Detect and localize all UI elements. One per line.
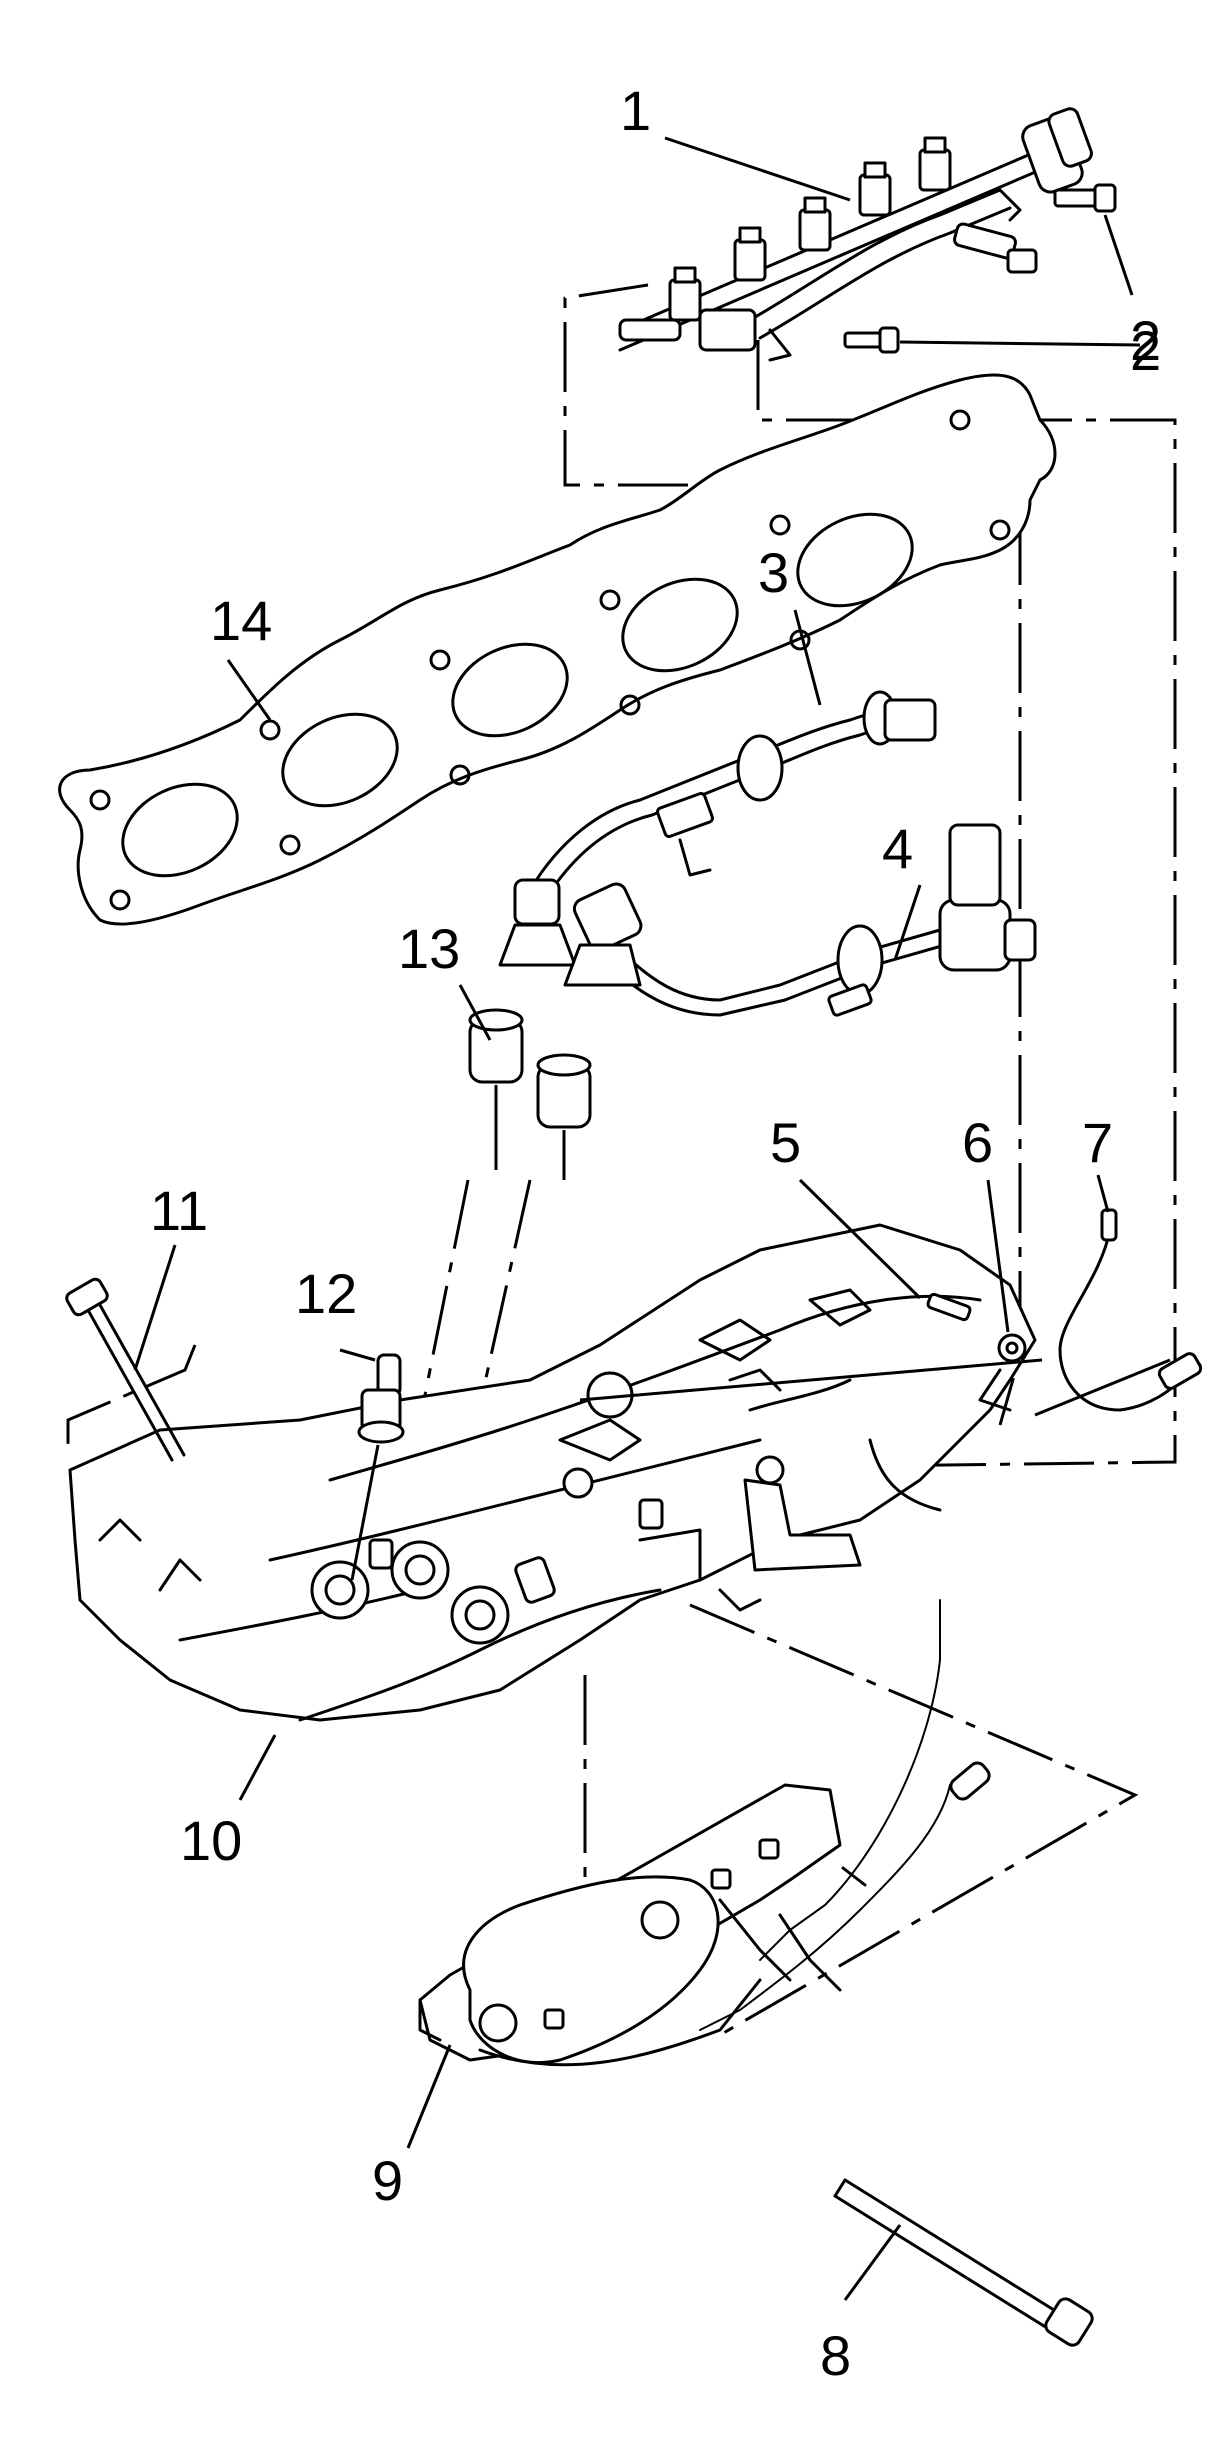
callout-3: 3 <box>758 541 789 604</box>
callout-9: 9 <box>372 2149 403 2212</box>
callout-10: 10 <box>180 1809 242 1872</box>
wiring-harness <box>978 1208 1203 1412</box>
injector <box>668 266 702 322</box>
intake-manifold <box>68 1223 1037 1722</box>
heat-shield-bracket <box>418 1783 842 2067</box>
callout-12: 12 <box>295 1262 357 1325</box>
fuel-rail-assembly <box>618 107 1093 362</box>
stud <box>926 1292 972 1322</box>
nut <box>997 1333 1027 1363</box>
callout-4: 4 <box>882 817 913 880</box>
callout-6: 6 <box>962 1111 993 1174</box>
callout-11: 11 <box>150 1179 208 1242</box>
callout-7: 7 <box>1082 1111 1113 1174</box>
temperature-sensor <box>357 1353 405 1444</box>
callout-2-upper: 2 <box>1130 309 1161 372</box>
callout-14: 14 <box>210 589 272 652</box>
callout-2-lower: 2 <box>1130 319 1161 382</box>
injector <box>798 196 832 252</box>
leader-lines <box>133 136 1141 2301</box>
injector <box>918 136 952 192</box>
callout-1: 1 <box>620 79 651 142</box>
fuel-line-hose <box>498 690 937 967</box>
fuel-rail-bolt-lower <box>843 326 900 354</box>
injector <box>858 161 892 217</box>
fuel-rail-bolt-upper <box>1053 183 1117 213</box>
manifold-bolt <box>65 1277 186 1462</box>
callout-labels: 1 2 2 3 4 5 6 7 8 9 10 11 12 13 14 <box>150 79 1161 2387</box>
callout-13: 13 <box>398 917 460 980</box>
pressure-sensor-line <box>563 823 1037 1017</box>
long-bolt <box>833 2178 1094 2347</box>
injector <box>733 226 767 282</box>
manifold-gasket <box>58 373 1057 926</box>
seal-grommet-left <box>468 1008 524 1084</box>
seal-grommet-right <box>536 1053 592 1129</box>
callout-5: 5 <box>770 1111 801 1174</box>
callout-8: 8 <box>820 2324 851 2387</box>
